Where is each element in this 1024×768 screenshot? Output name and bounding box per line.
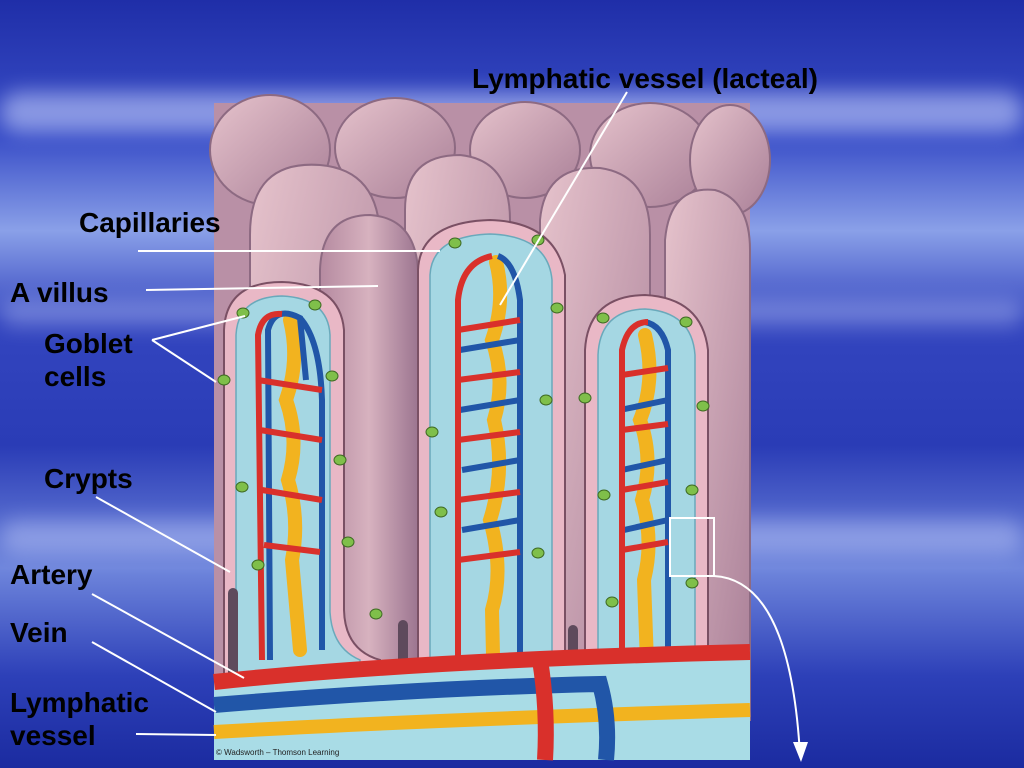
lymphatic-vessel-main: [213, 703, 751, 739]
label-artery: Artery: [10, 559, 93, 590]
label-goblet-line1: Goblet: [44, 328, 133, 359]
credit-text: © Wadsworth – Thomson Learning: [216, 748, 340, 757]
vein-main: [213, 675, 616, 761]
villus-middle: [417, 218, 566, 707]
label-lymphatic-vessel: Lymphatic vessel: [10, 686, 149, 752]
label-crypts: Crypts: [44, 463, 133, 494]
label-lymph-line2: vessel: [10, 720, 96, 752]
detail-arrowhead: [793, 742, 808, 762]
label-capillaries: Capillaries: [79, 207, 221, 238]
label-lymph-line1: Lymphatic: [10, 687, 149, 718]
label-goblet-cells: Goblet cells: [44, 327, 133, 393]
label-vein: Vein: [10, 617, 68, 648]
label-villus: A villus: [10, 277, 109, 308]
label-lacteal: Lymphatic vessel (lacteal): [472, 63, 819, 94]
artery-branch: [532, 658, 554, 761]
goblet-cells: [217, 234, 710, 620]
artery-main: [213, 644, 751, 690]
detail-arrow: [713, 575, 801, 756]
label-goblet-line2: cells: [44, 361, 107, 393]
detail-box: [669, 517, 715, 577]
villus-left: [223, 280, 381, 701]
leader-lines: [91, 91, 628, 736]
